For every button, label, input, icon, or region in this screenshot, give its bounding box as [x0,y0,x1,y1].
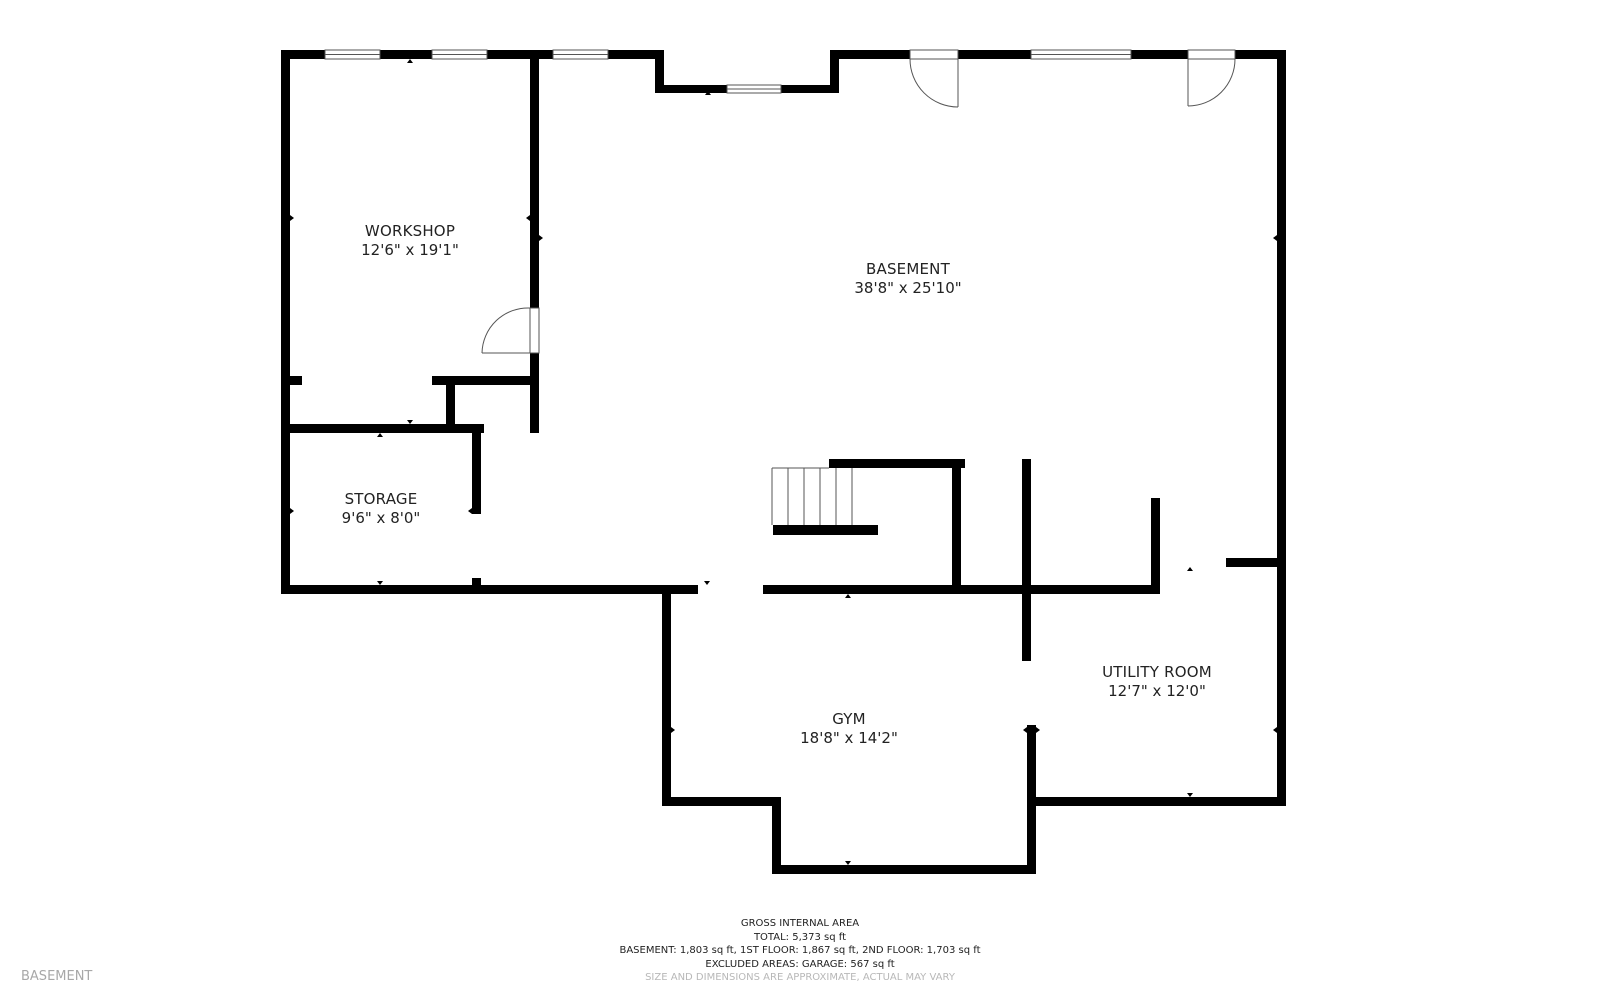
area-floors: BASEMENT: 1,803 sq ft, 1ST FLOOR: 1,867 … [619,945,981,956]
room-utility-name: UTILITY ROOM [1102,663,1212,681]
wall-utility-bottom [1027,797,1286,806]
doors [481,49,1236,354]
wall-workshop-right-lower [530,353,539,433]
wall-stair-bottom-rail [773,525,878,535]
wall-gym-bay-left [772,797,781,873]
wall-workshop-right-upper [530,55,539,308]
wall-bottom-left [281,585,698,594]
room-gym-name: GYM [832,710,866,728]
measurement-markers [290,59,1277,865]
wall-bottom-right [763,585,1160,594]
room-workshop-dims: 12'6" x 19'1" [361,241,459,259]
wall-stair-right [952,459,961,590]
wall-indent-right [830,50,839,93]
room-basement-dims: 38'8" x 25'10" [854,279,962,297]
area-excluded: EXCLUDED AREAS: GARAGE: 567 sq ft [705,958,895,970]
area-heading: GROSS INTERNAL AREA [740,918,860,929]
door-workshop [481,307,540,354]
window-basement-1 [552,49,609,60]
wall-gym-bottom-left [662,797,780,806]
door-basement-top-1 [909,49,959,108]
window-workshop-2 [431,49,488,60]
room-basement-name: BASEMENT [866,260,950,278]
wall-storage-bottom-stub [472,578,481,590]
wall-left [281,50,290,594]
wall-gym-bay-bottom [772,865,1036,874]
wall-gym-left [662,585,671,805]
room-basement: BASEMENT 38'8" x 25'10" [854,260,961,298]
windows [324,49,1132,94]
room-utility: UTILITY ROOM 12'7" x 12'0" [1102,663,1212,701]
window-workshop-1 [324,49,381,60]
wall-utility-partition [1151,498,1160,594]
room-storage: STORAGE 9'6" x 8'0" [342,490,421,528]
room-workshop: WORKSHOP 12'6" x 19'1" [361,222,459,260]
room-workshop-name: WORKSHOP [364,222,456,240]
stairs [771,467,853,525]
wall-indent-left [655,50,664,93]
window-indent [726,84,782,94]
wall-closet-divider [446,376,455,428]
room-storage-name: STORAGE [344,490,418,508]
area-disclaimer: SIZE AND DIMENSIONS ARE APPROXIMATE, ACT… [645,972,955,983]
room-utility-dims: 12'7" x 12'0" [1108,682,1206,700]
window-basement-2 [1030,49,1132,60]
wall-workshop-bottom [432,376,539,385]
wall-stair-top [829,459,965,468]
floor-name-label: BASEMENT [21,969,93,984]
room-gym-dims: 18'8" x 14'2" [800,729,898,747]
wall-storage-top [281,424,484,433]
wall-storage-right [472,424,481,514]
area-total: TOTAL: 5,373 sq ft [753,931,847,943]
room-storage-dims: 9'6" x 8'0" [341,509,421,527]
wall-gym-utility-upper [1022,459,1031,661]
wall-workshop-stub-left [281,376,302,385]
wall-right [1277,50,1286,805]
room-gym: GYM 18'8" x 14'2" [800,710,898,748]
walls [281,50,1286,874]
wall-utility-stub [1226,558,1286,567]
door-basement-top-2 [1187,49,1236,107]
area-summary: GROSS INTERNAL AREA TOTAL: 5,373 sq ft B… [0,917,1600,985]
